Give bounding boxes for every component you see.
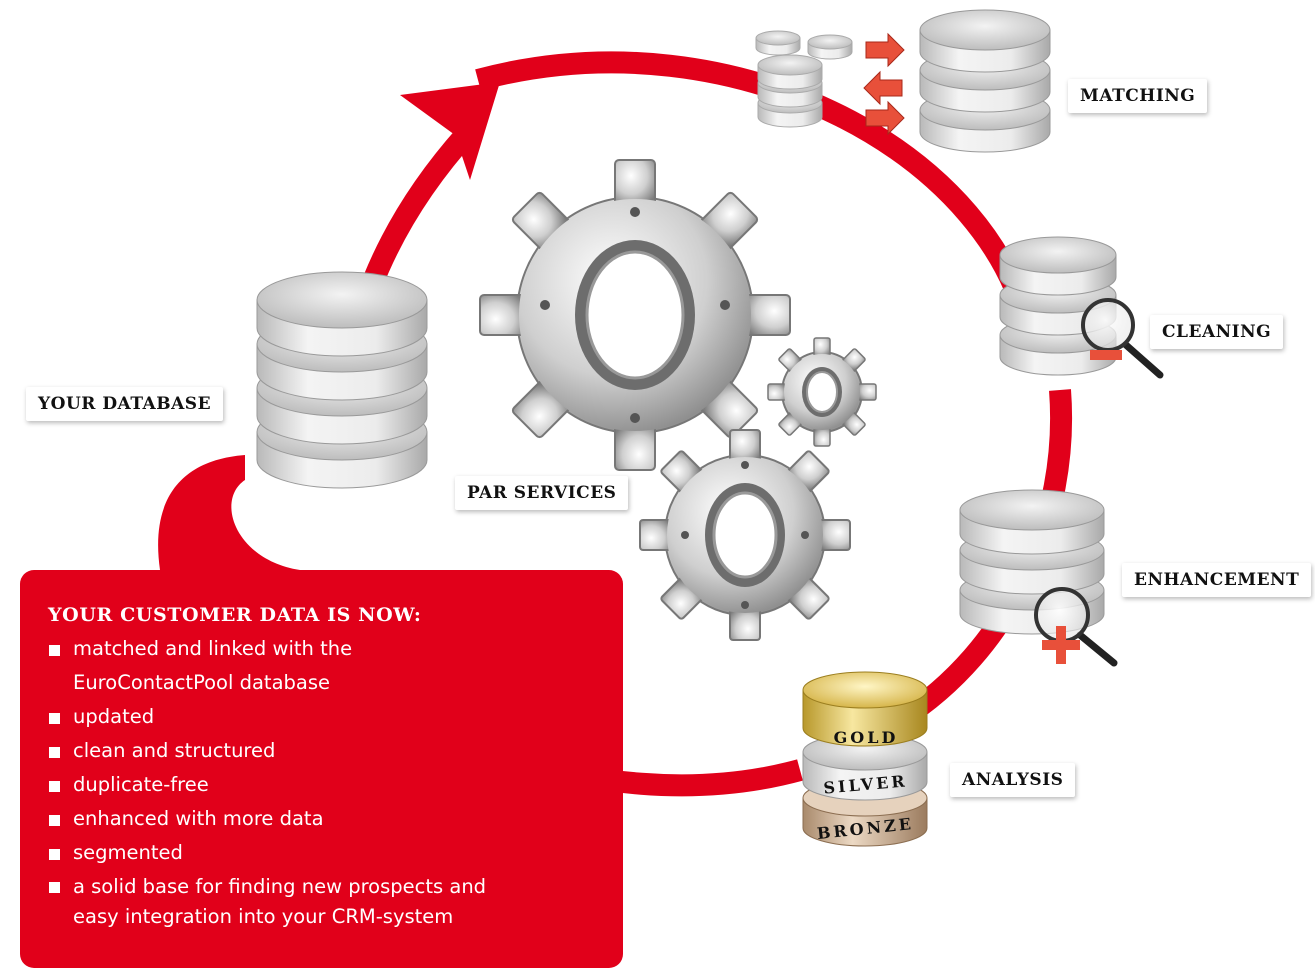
- info-panel: YOUR CUSTOMER DATA IS NOW: matched and l…: [20, 570, 623, 968]
- label-par-services: PAR SERVICES: [455, 476, 629, 510]
- gold-label: GOLD: [834, 728, 899, 747]
- gear-icon: [639, 429, 851, 641]
- database-icon: [256, 271, 428, 489]
- minus-icon: [1090, 350, 1122, 360]
- list-item: matched and linked with the: [48, 632, 603, 666]
- list-item: duplicate-free: [48, 768, 603, 802]
- bullet-icon: [49, 882, 60, 893]
- list-item: enhanced with more data: [48, 802, 603, 836]
- gear-icon: [479, 159, 791, 471]
- bullet-icon: [49, 713, 60, 724]
- database-icon: [919, 9, 1051, 153]
- database-icon: [999, 236, 1117, 376]
- list-item: updated: [48, 700, 603, 734]
- database-icon: [959, 489, 1105, 635]
- list-item-continuation: easy integration into your CRM-system: [73, 905, 454, 928]
- label-analysis: ANALYSIS: [950, 763, 1076, 797]
- list-item: clean and structured: [48, 734, 603, 768]
- database-icon: [755, 30, 801, 56]
- label-enhancement: ENHANCEMENT: [1122, 563, 1312, 597]
- tier-stack: [802, 671, 928, 847]
- list-item: a solid base for finding new prospects a…: [48, 872, 603, 902]
- bullet-icon: [49, 645, 60, 656]
- magnifier-icon: [1081, 298, 1164, 379]
- gold-tier: [802, 671, 928, 747]
- bullet-icon: [49, 747, 60, 758]
- label-matching: MATCHING: [1068, 79, 1208, 113]
- list-item-continuation: EuroContactPool database: [73, 671, 331, 694]
- database-icon: [757, 54, 823, 128]
- gear-icon: [767, 337, 877, 447]
- list-item: segmented: [48, 836, 603, 870]
- plus-icon: [1042, 626, 1080, 664]
- benefit-list: matched and linked with the EuroContactP…: [48, 632, 603, 932]
- label-cleaning: CLEANING: [1150, 315, 1284, 349]
- bullet-icon: [49, 815, 60, 826]
- database-icon: [807, 34, 853, 60]
- bullet-icon: [49, 781, 60, 792]
- label-your-database: YOUR DATABASE: [26, 387, 224, 421]
- bullet-icon: [49, 849, 60, 860]
- info-title: YOUR CUSTOMER DATA IS NOW:: [48, 604, 422, 626]
- cycle-arrow-icon: [400, 82, 500, 180]
- arrow-icon: [863, 32, 905, 136]
